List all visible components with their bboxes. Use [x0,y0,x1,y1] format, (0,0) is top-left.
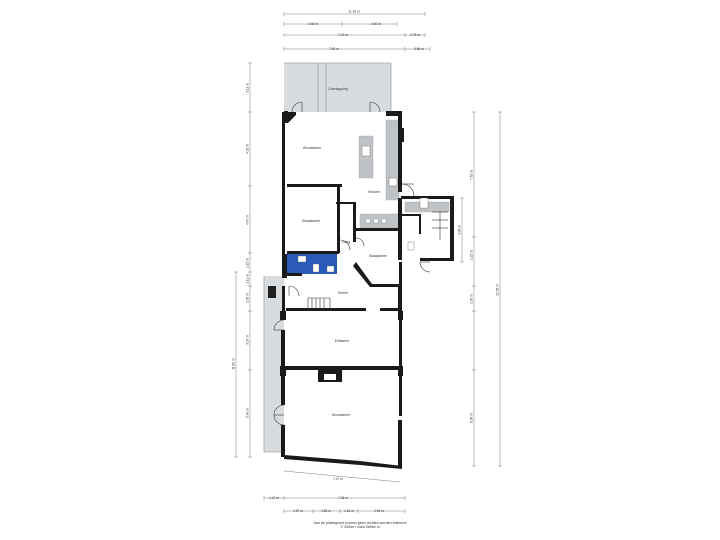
dim-left-e: 1.11 m [246,274,250,284]
toilet-icon [312,263,320,273]
dim-top-c: 7.41 m [338,33,348,37]
dim-right-d: 1.30 m [470,294,474,304]
dim-top-f: 3.56 m [414,47,424,51]
side-terrace-floor [264,276,284,452]
footer-line-2: © 3Wise / www.3Wise.nl [340,525,380,530]
dim-bottom-diag: 7.47 m [333,477,343,481]
room-label-gang: Gang [342,240,350,244]
washer-icon [407,241,415,251]
dim-left-a: 3.11 m [246,83,250,93]
dim-right-a: 7.62 m [470,170,474,180]
terrace-structure [263,62,392,453]
dim-bottom-d: 2.94 m [374,509,384,513]
room-labels: Overkapping Woonkamer Keuken Slaapkamer … [302,87,388,417]
walls [280,111,454,469]
stair-icon [419,197,429,209]
floors [264,63,453,466]
dim-top-d: 3.75 m [410,33,420,37]
room-label-overkapping: Overkapping [328,87,347,91]
dim-top-b: 2.60 m [371,22,381,26]
dim-bottom-b: 1.55 m [321,509,331,513]
dim-right-total: 22.58 m [496,284,500,296]
dim-right-e: 6.36 m [470,413,474,423]
dim-bottom-left: 1.12 m [269,496,279,500]
dim-left-f: 2.00 m [246,293,250,303]
stove-icon [388,177,398,187]
kitchen-counter [385,119,400,201]
left-dimensions: 3.11 m 4.01 m 4.47 m 1.15 m 1.11 m 2.00 … [232,62,252,458]
room-label-woonkamer-bottom: Woonkamer [332,413,351,417]
toilet-icon [297,255,307,263]
bottom-dimensions: 7.47 m 1.12 m 7.36 m 1.57 m 1.55 m 1.16 … [263,470,406,513]
room-label-slaapkamer: Slaapkamer [302,219,321,223]
sink-icon [361,145,371,157]
dim-bottom-c: 1.16 m [344,509,354,513]
room-label-eetkamer: Eetkamer [335,339,350,343]
dim-left-g: 3.07 m [246,335,250,345]
footer-disclaimer: Aan de plattegrond kunnen geen rechten w… [0,521,720,530]
right-dimensions: 7.62 m 2.22 m 1.30 m 6.36 m 3.08 m 22.58… [458,111,502,467]
dim-right-b: 3.08 m [458,225,462,235]
dim-top-e: 7.60 m [329,47,339,51]
kitchen [358,119,450,251]
room-label-woonkamer-top: Woonkamer [303,146,322,150]
bathroom-fixtures [297,255,335,273]
dim-top-total: 11.16 m [348,10,360,14]
room-label-slaapkamer-small: Slaapkamer [369,254,388,258]
stairs-and-doors [288,183,448,310]
room-label-entree: Entree [338,291,348,295]
dim-left-total: 11.80 m [232,358,236,370]
dim-left-d: 1.15 m [246,258,250,268]
dim-bottom-a: 1.57 m [293,509,303,513]
room-label-keuken: Keuken [368,190,380,194]
dim-left-c: 4.47 m [246,215,250,225]
washbasin-icon [326,265,335,273]
dim-right-c: 2.22 m [470,250,474,260]
top-dimensions: 11.16 m 3.45 m 2.60 m 7.41 m 3.75 m 7.60… [283,10,431,51]
dim-left-h: 5.40 m [246,408,250,418]
footer-line-1: Aan de plattegrond kunnen geen rechten w… [313,521,407,525]
hob-icon [365,218,371,224]
dim-bottom-total: 7.36 m [338,496,348,500]
dim-left-b: 4.01 m [246,144,250,154]
kitchen-island [358,135,374,179]
dim-top-a: 3.45 m [308,22,318,26]
